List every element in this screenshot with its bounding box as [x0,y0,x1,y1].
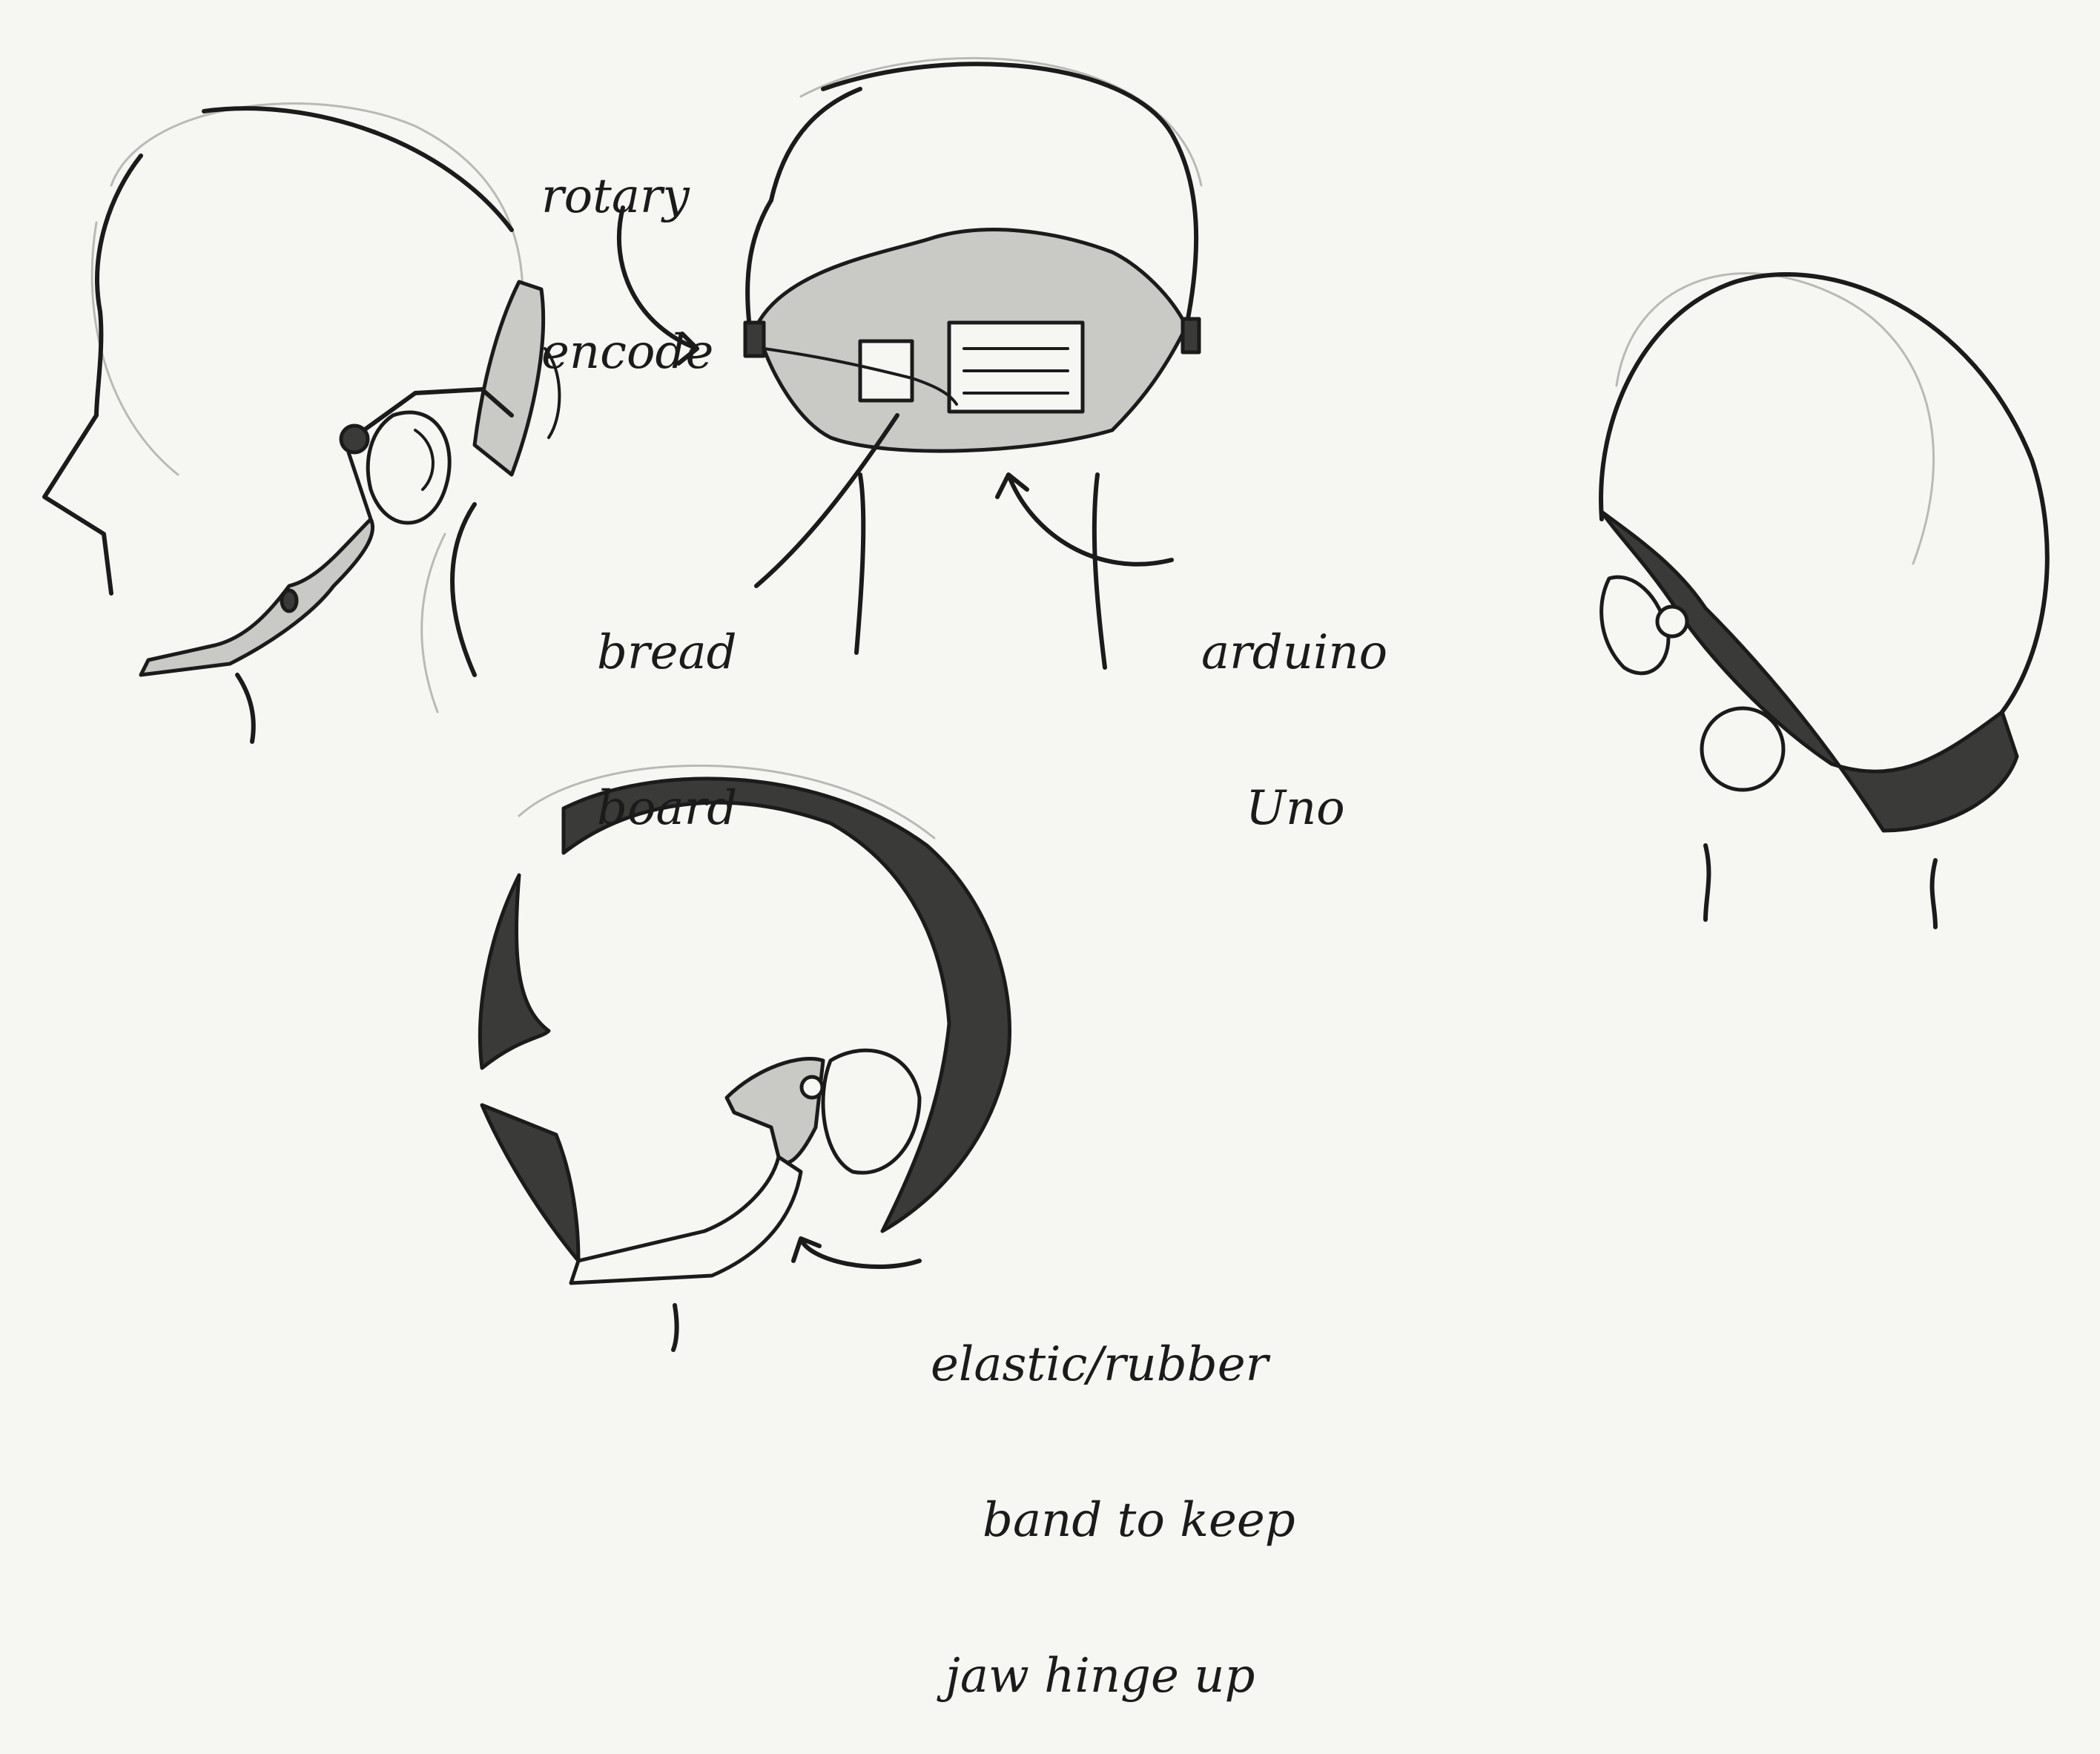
arduino-arrow [995,472,1174,567]
head-jaw-hinge-view [478,764,1011,1352]
label-line: rotary [541,169,690,224]
head-back-view [743,56,1203,670]
arduino-board-icon [947,320,1085,414]
label-line: bread [597,625,737,680]
head-rear-quarter-view [1599,272,2050,929]
elastic-arrow [791,1236,922,1270]
label-rotary-encoder: rotary encode [541,67,713,430]
label-line: Uno [1246,781,1345,836]
label-line: encode [541,325,714,380]
label-line: arduino [1201,625,1388,680]
label-elastic: elastic/rubber band to keep jaw hinge up [931,1235,1295,1754]
sketch-drawing [42,56,2050,1352]
label-line: board [597,781,738,836]
label-line: band to keep [983,1493,1295,1548]
label-line: jaw hinge up [945,1649,1255,1704]
label-arduino: arduino Uno [1201,523,1387,886]
head-side-view [42,102,561,744]
rotary-encoder-arrow [616,205,699,366]
sketch-page: rotary encode bread board arduino Uno el… [42,56,2050,1702]
breadboard-arrow [754,413,899,588]
label-breadboard: bread board [597,523,737,886]
label-line: elastic/rubber [931,1337,1269,1392]
